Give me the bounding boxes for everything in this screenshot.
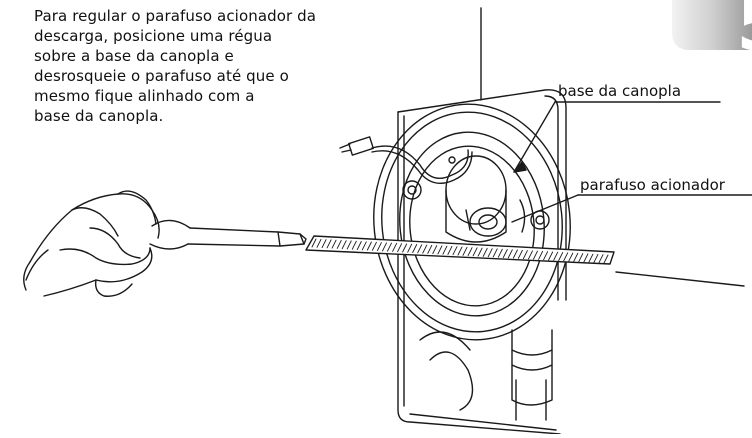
- label-base-da-canopla: base da canopla: [558, 82, 682, 100]
- label-parafuso-acionador: parafuso acionador: [580, 176, 725, 194]
- canopla-base: [373, 103, 571, 341]
- hand: [23, 190, 160, 297]
- leader-lines: [511, 101, 752, 223]
- step-number: 5: [736, 0, 752, 62]
- instruction-text: Para regular o parafuso acionador da des…: [34, 7, 317, 125]
- cable: [339, 136, 473, 184]
- mounting-box: [397, 89, 567, 434]
- ruler: [305, 235, 615, 265]
- reference-line: [615, 271, 745, 287]
- step-badge-shape: [672, 0, 752, 50]
- valve-mechanism: [445, 155, 526, 243]
- screwdriver: [149, 219, 307, 250]
